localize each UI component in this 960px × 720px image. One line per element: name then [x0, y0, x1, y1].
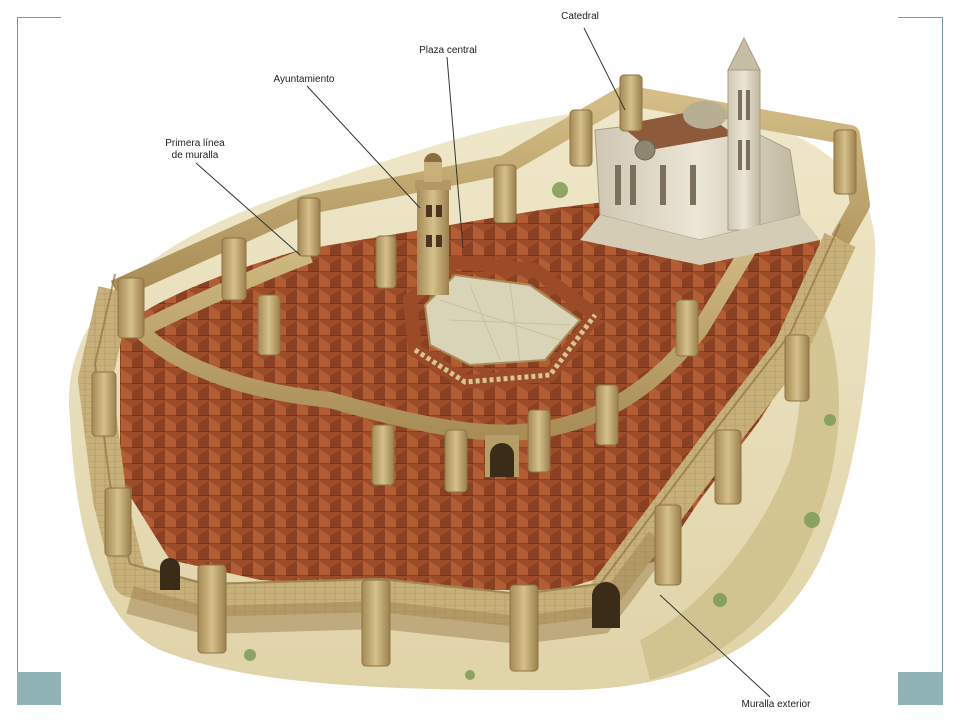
outer-gate — [592, 582, 620, 628]
wall-towers — [91, 74, 857, 672]
corner-box-left — [17, 672, 61, 705]
label-leader-lines — [195, 27, 771, 698]
label-ayuntamiento: Ayuntamiento — [273, 74, 335, 85]
label-primera-linea-de-muralla: Primera línea de muralla — [165, 138, 225, 161]
label-muralla-exterior: Muralla exterior — [741, 699, 811, 710]
label-catedral: Catedral — [561, 11, 599, 22]
plaza-pavement — [439, 282, 571, 363]
frame-line-left — [17, 17, 18, 672]
hill-grass — [640, 300, 839, 680]
corner-box-right — [898, 672, 943, 705]
town-hall-tower — [415, 153, 451, 295]
label-plaza-central: Plaza central — [419, 45, 477, 56]
cathedral — [580, 36, 820, 265]
frame-line-top-right — [898, 17, 943, 18]
town-roofs-area — [120, 200, 820, 590]
outer-wall-front — [78, 232, 856, 627]
frame-line-top-left — [17, 17, 61, 18]
central-plaza — [423, 273, 582, 367]
frame-line-right — [942, 17, 943, 672]
